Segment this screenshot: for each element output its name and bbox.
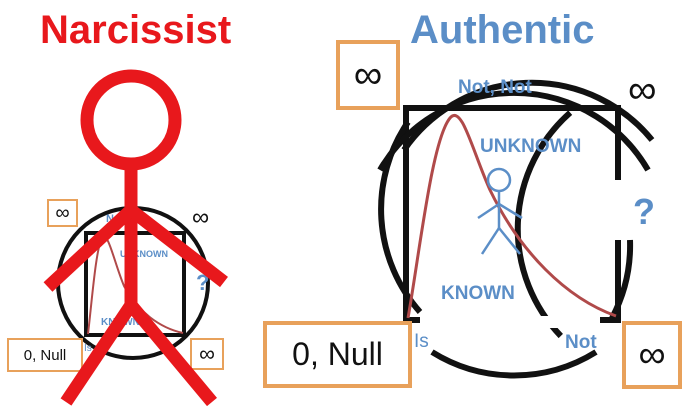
authentic-outer-circle-top [377,89,651,172]
authentic-unknown-label: UNKNOWN [480,136,582,157]
authentic-outer-circle-bottom [430,349,598,379]
authentic-not-not-label: Not, Not [458,77,532,98]
authentic-small-stick-figure [477,167,523,255]
authentic-distribution-curve [406,114,617,319]
authentic-zero-null-box: 0, Null [263,321,412,388]
narcissist-infinity-top-left: ∞ [55,201,70,224]
authentic-title: Authentic [410,8,595,52]
narcissist-is-label: Is [84,343,92,354]
authentic-not-label: Not [565,332,597,353]
authentic-infinity-top-right: ∞ [628,68,657,112]
authentic-infinity-top-left: ∞ [353,52,383,97]
authentic-zero-null: 0, Null [292,336,383,372]
narcissist-unknown-label: UNKNOWN [120,249,168,259]
narcissist-infinity-top-right: ∞ [192,204,210,231]
stick-figure-left-leg [60,301,137,406]
narcissist-infinity-bottom-right-box: ∞ [190,338,224,370]
narcissist-zero-null-box: 0, Null [7,338,83,372]
authentic-is-label: Is [414,331,429,352]
authentic-bottom-gap [420,316,600,328]
authentic-right-gap [612,180,626,240]
stick-figure-right-leg [126,300,217,407]
narcissist-infinity-top-left-box: ∞ [47,199,78,227]
narcissist-question-label: ? [196,270,210,295]
authentic-outer-circle-right [609,239,634,320]
authentic-question-label: ? [633,191,655,232]
narcissist-infinity-bottom-right: ∞ [199,341,215,366]
stick-figure-left-arm [43,205,136,292]
authentic-infinity-bottom-right: ∞ [638,333,666,376]
stick-figure-right-arm [127,204,228,288]
authentic-infinity-top-left-box: ∞ [336,40,400,110]
narcissist-zero-null: 0, Null [23,346,67,364]
authentic-outer-circle-left-arc [514,110,573,339]
authentic-infinity-bottom-right-box: ∞ [622,321,682,389]
authentic-known-label: KNOWN [441,283,515,304]
narcissist-title: Narcissist [40,8,232,52]
narcissist-distribution-curve [87,235,184,335]
